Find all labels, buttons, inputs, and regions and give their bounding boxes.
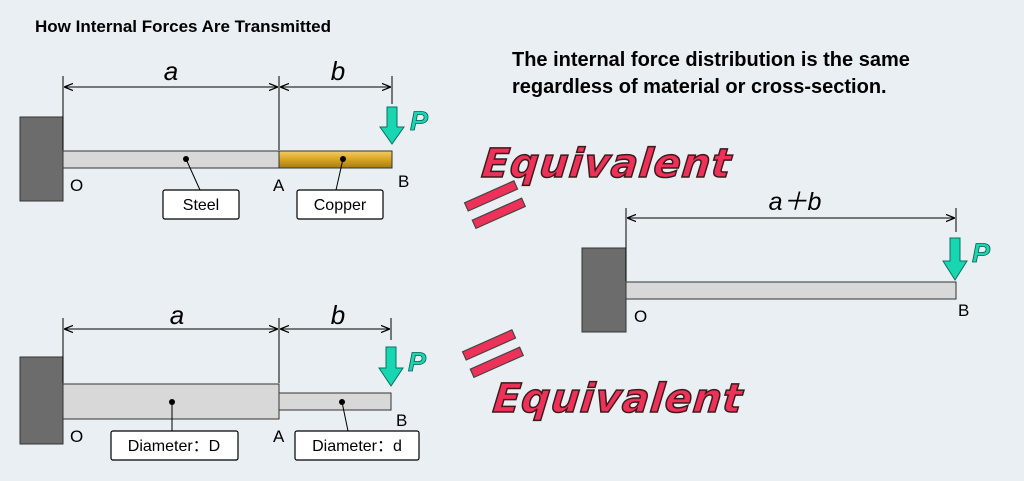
top-dim-a-label: a xyxy=(164,56,178,86)
top-copper-leader xyxy=(335,158,344,191)
bottom-point-a: A xyxy=(273,427,285,446)
diagram-title: How Internal Forces Are Transmitted xyxy=(35,17,331,36)
explanation-line-1: The internal force distribution is the s… xyxy=(512,49,910,71)
bottom-point-o: O xyxy=(70,427,83,446)
top-steel-bar xyxy=(62,150,280,169)
top-wall xyxy=(19,116,64,202)
top-steel-callout-box xyxy=(162,189,240,220)
top-beam-group: a b P O A B Steel Copper xyxy=(19,56,429,220)
top-copper-callout-box xyxy=(296,189,384,220)
bottom-wall xyxy=(19,356,64,445)
bottom-load-arrow xyxy=(378,346,404,387)
result-bar xyxy=(625,281,957,300)
bottom-load-label: P xyxy=(408,347,427,377)
result-point-o: O xyxy=(634,307,647,326)
equals-sign-top xyxy=(463,180,527,230)
top-steel-leader xyxy=(185,158,201,191)
top-load-label: P xyxy=(410,106,429,136)
top-copper-bar xyxy=(278,150,393,169)
result-load-label: P xyxy=(972,238,991,268)
top-steel-label: Steel xyxy=(183,197,219,214)
bottom-thick-callout-box xyxy=(110,430,239,461)
bottom-point-b: B xyxy=(396,411,407,430)
explanation-note: The internal force distribution is the s… xyxy=(512,47,910,101)
equivalent-label-top: Equivalent xyxy=(480,141,735,187)
bottom-dim-a-label: a xyxy=(170,300,184,330)
top-dim-b-label: b xyxy=(331,56,345,86)
bottom-beam-group: a b P O A B Diameter：D Diameter：d xyxy=(19,300,427,461)
result-load-arrow xyxy=(942,237,968,281)
top-point-a: A xyxy=(273,176,285,195)
top-load-arrow xyxy=(379,106,405,145)
result-point-b: B xyxy=(958,301,969,320)
top-point-b: B xyxy=(398,172,409,191)
bottom-thin-leader xyxy=(341,401,349,432)
top-copper-label: Copper xyxy=(314,197,367,214)
result-dim-label: a＋b xyxy=(769,188,822,216)
result-wall xyxy=(581,247,627,333)
bottom-thin-callout-box xyxy=(294,430,420,461)
equivalent-label-bottom: Equivalent xyxy=(491,376,746,422)
top-point-o: O xyxy=(70,176,83,195)
explanation-line-2: regardless of material or cross-section. xyxy=(512,76,887,98)
result-beam-group: a＋b P O B xyxy=(581,188,991,333)
bottom-thin-label: Diameter：d xyxy=(312,438,402,455)
bottom-thick-label: Diameter：D xyxy=(128,438,220,455)
bottom-dim-b-label: b xyxy=(331,300,345,330)
equals-sign-bottom xyxy=(461,329,525,379)
bottom-thin-bar xyxy=(278,392,392,411)
